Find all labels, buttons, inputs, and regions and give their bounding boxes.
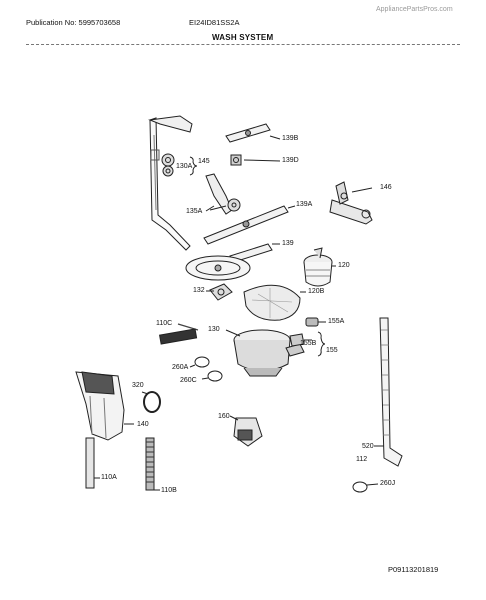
bracket-145 <box>189 156 198 176</box>
label-145: 145 <box>198 158 210 165</box>
part-nut-139D <box>230 154 281 166</box>
label-160: 160 <box>218 413 230 420</box>
part-clamp-260J <box>352 481 379 493</box>
part-housing-140 <box>75 371 134 441</box>
part-feed-tube-145 <box>148 115 193 251</box>
label-520: 520 <box>362 443 374 450</box>
label-112: 112 <box>356 456 368 463</box>
part-hose-110B <box>145 437 160 491</box>
page-title: WASH SYSTEM <box>212 33 274 42</box>
part-fine-filter-120B <box>243 284 306 321</box>
part-tube-110A <box>85 437 100 489</box>
label-320: 320 <box>132 382 144 389</box>
part-fill-tube-112 <box>379 317 403 467</box>
label-139D: 139D <box>282 157 299 164</box>
label-260J: 260J <box>380 480 396 487</box>
part-middle-spray-arm-139A <box>203 205 296 245</box>
part-fitting-155B <box>289 333 312 347</box>
label-155A: 155A <box>328 318 345 325</box>
figure-code: P09113201819 <box>388 565 439 574</box>
watermark: AppliancePartsPros.com <box>376 6 453 13</box>
leader-135A <box>205 205 215 212</box>
label-120B: 120B <box>308 288 325 295</box>
bracket-155 <box>317 331 326 357</box>
label-110A: 110A <box>101 474 117 481</box>
part-diverter-146 <box>329 181 373 225</box>
label-110C: 110C <box>156 320 173 327</box>
label-260C: 260C <box>180 377 197 384</box>
part-clamp-260A <box>189 356 210 368</box>
label-130: 130 <box>208 326 220 333</box>
label-140: 140 <box>137 421 149 428</box>
label-146: 146 <box>380 184 392 191</box>
label-155B: 155B <box>300 340 317 347</box>
label-110B: 110B <box>161 487 177 494</box>
part-filter-cup-120 <box>303 247 336 287</box>
part-manifold-135A <box>205 173 241 215</box>
part-fitting-155A <box>305 317 326 327</box>
label-132: 132 <box>193 287 205 294</box>
label-130A: 130A <box>176 163 193 170</box>
publication-number: Publication No: 5995703658 <box>26 18 121 27</box>
part-upper-spray-arm-139B <box>225 123 281 143</box>
label-155: 155 <box>326 347 338 354</box>
part-clamp-260C <box>201 370 223 382</box>
label-139: 139 <box>282 240 294 247</box>
part-gasket-320 <box>141 391 161 413</box>
label-135A: 135A <box>186 208 203 215</box>
part-filter-disc-132 <box>185 255 251 301</box>
part-fitting-130A <box>161 153 175 177</box>
model-number: EI24ID81SS2A <box>189 18 240 27</box>
label-260A: 260A <box>172 364 189 371</box>
part-sump-130 <box>225 329 305 377</box>
label-139B: 139B <box>282 135 299 142</box>
label-120: 120 <box>338 262 350 269</box>
part-valve-160 <box>229 415 263 447</box>
part-hose-110C <box>158 323 199 345</box>
header-rule <box>26 44 460 45</box>
label-139A: 139A <box>296 201 313 208</box>
